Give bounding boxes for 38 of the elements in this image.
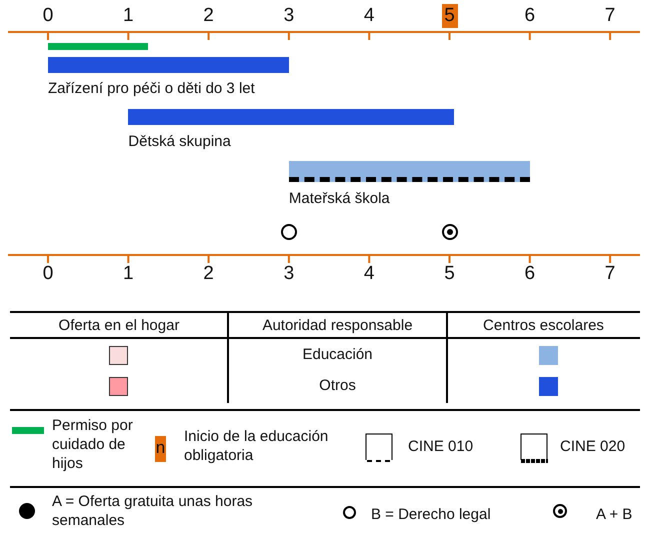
tick-label: 4: [362, 262, 376, 286]
tick-label: 1: [122, 4, 135, 28]
swatch-letter: n: [155, 438, 166, 458]
tick-label: 2: [202, 262, 215, 286]
column-header: Autoridad responsable: [261, 317, 414, 334]
legend-label: CINE 020: [560, 437, 626, 456]
tick-label: 2: [202, 4, 215, 28]
legal-entitlement-free-hours-marker: [442, 224, 458, 240]
provision-bar: [288, 161, 530, 182]
tick-label: 3: [282, 4, 296, 28]
authority-label: Otros: [318, 377, 357, 394]
tick-label: 5: [443, 262, 456, 286]
tick-label: 7: [604, 4, 616, 28]
tick-label: 3: [282, 262, 296, 286]
provision-bar: [128, 109, 454, 125]
tick-label: 1: [122, 262, 135, 286]
tick-label: 7: [604, 262, 616, 286]
legal-entitlement-marker: [280, 224, 297, 240]
tick-label: 0: [42, 262, 54, 286]
tick-label: 6: [524, 262, 536, 286]
legend-label: Inicio de la educación obligatoria: [184, 427, 330, 465]
tick-label: 5: [442, 4, 458, 28]
authority-label: Educación: [301, 346, 374, 363]
legend-label: Permiso por cuidado de hijos: [52, 416, 134, 473]
legend-label: CINE 010: [408, 437, 474, 456]
tick-label: 6: [524, 4, 536, 28]
tick-label: 0: [42, 4, 54, 28]
column-header: Oferta en el hogar: [58, 317, 180, 334]
leave-bar: [48, 43, 148, 50]
legend-label: A + B: [596, 505, 632, 524]
legend-label: A = Oferta gratuita unas horas semanales: [52, 492, 254, 530]
tick-label: 4: [362, 4, 376, 28]
legend-label: B = Derecho legal: [371, 505, 491, 524]
bar-label: Mateřská škola: [288, 190, 390, 207]
column-header: Centros escolares: [482, 317, 605, 334]
provision-bar: [48, 57, 289, 73]
bar-label: Zařízení pro péči o děti do 3 let: [48, 80, 255, 97]
bar-label: Dětská skupina: [128, 133, 231, 150]
